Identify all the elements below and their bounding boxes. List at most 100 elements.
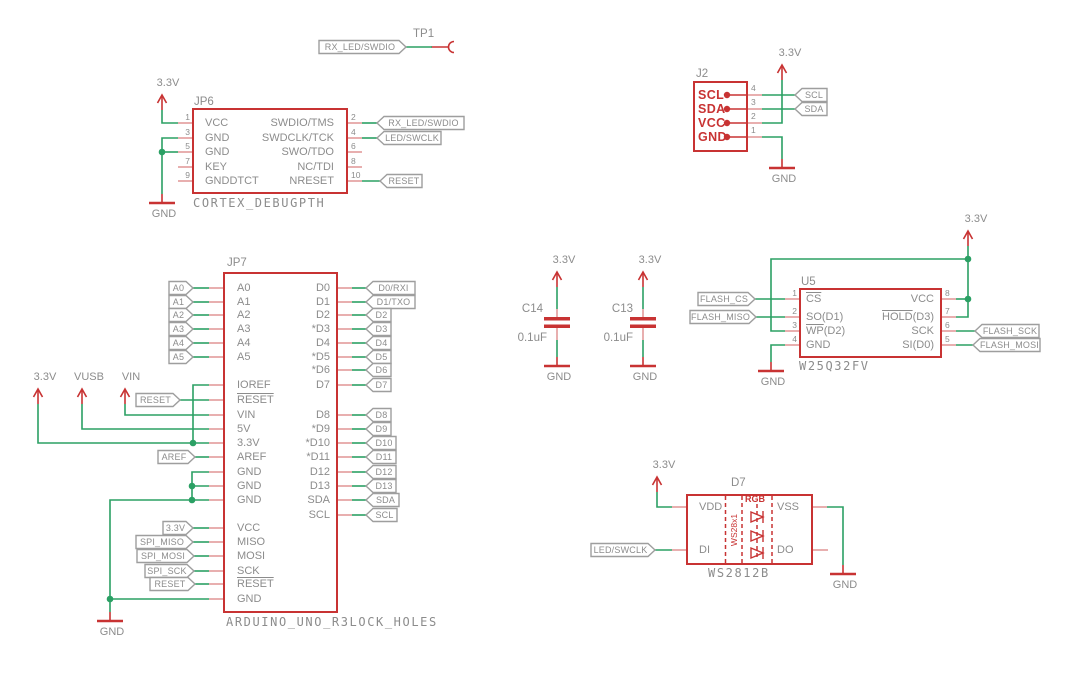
pin-name: WP(D2) — [806, 325, 845, 337]
pin-name: GND — [237, 480, 261, 492]
capacitor-symbol — [630, 317, 656, 321]
pin-name: VCC — [911, 293, 934, 305]
pin-number: 5 — [185, 141, 190, 151]
pin-name-text: SI(D0) — [902, 339, 934, 351]
gnd-net-label: GND — [760, 376, 786, 388]
wire — [657, 492, 672, 507]
net-flag — [150, 578, 195, 591]
net-flag — [366, 409, 391, 422]
power-net-label: 3.3V — [652, 459, 676, 471]
pin-name: 3.3V — [237, 437, 260, 449]
net-flag-label: D0/RXI — [378, 283, 409, 293]
net-flag — [145, 565, 194, 578]
pin-name-suffix: (D3) — [912, 311, 934, 323]
pin-number: 3 — [751, 97, 756, 107]
j2-pin-pad — [723, 133, 731, 141]
d7-part: WS2812B — [708, 566, 770, 580]
pin-number: 2 — [351, 112, 356, 122]
net-flag — [377, 117, 464, 130]
capacitor-symbol — [544, 317, 570, 321]
power-arrow-icon — [158, 95, 167, 103]
power-net-label: 3.3V — [964, 213, 988, 225]
net-flag — [366, 379, 391, 392]
pin-name: AREF — [237, 451, 266, 463]
gnd-net-label: GND — [832, 579, 858, 591]
net-flag — [136, 536, 193, 549]
wire — [771, 259, 968, 331]
net-flag-label: FLASH_SCK — [982, 326, 1038, 336]
pin-name: A1 — [237, 296, 250, 308]
net-flag — [795, 103, 827, 116]
pin-number: 8 — [351, 156, 356, 166]
jp7-footprint: ARDUINO_UNO_R3LOCK_HOLES — [226, 615, 438, 629]
power-arrow-icon — [121, 389, 130, 397]
net-flag — [366, 309, 391, 322]
net-flag-label: 3.3V — [165, 523, 186, 533]
net-flag — [690, 311, 756, 324]
j2-pin-pad — [723, 105, 731, 113]
net-flag-label: FLASH_MISO — [691, 312, 751, 322]
net-flag-label: D7 — [375, 380, 388, 390]
net-flag-label: RESET — [388, 176, 420, 186]
c13-value: 0.1uF — [603, 332, 633, 344]
pin-name-text: SWDIO/TMS — [270, 117, 334, 129]
d7-array-label: WS28x1 — [729, 513, 739, 547]
junction-dot — [964, 295, 972, 303]
pin-name: SCK — [911, 325, 934, 337]
pin-name: SWDIO/TMS — [270, 117, 334, 129]
net-flag-label: D11 — [375, 452, 393, 462]
pin-name: IOREF — [237, 379, 271, 391]
junction-dot — [964, 255, 972, 263]
pin-number: 4 — [751, 83, 756, 93]
pin-name: SWO/TDO — [281, 146, 334, 158]
gnd-net-label: GND — [771, 173, 797, 185]
power-arrow-icon — [778, 65, 787, 73]
pin-name: KEY — [205, 161, 227, 173]
net-flag — [163, 522, 193, 535]
pin-name: VIN — [237, 409, 255, 421]
net-flag — [319, 41, 406, 54]
pin-name-text: RESET — [237, 394, 274, 406]
pin-name: VDD — [699, 501, 723, 513]
pin-number: 1 — [792, 288, 797, 298]
pin-name: GND — [806, 339, 830, 351]
pin-name: DI — [699, 544, 710, 556]
net-flag-label: FLASH_MOSI — [979, 340, 1039, 350]
pin-name: A4 — [237, 337, 250, 349]
net-flag — [795, 89, 827, 102]
net-flag — [169, 296, 193, 309]
j2-pin-pad — [723, 119, 731, 127]
pin-name-text: SCK — [911, 325, 934, 337]
power-arrow-icon — [553, 272, 562, 280]
pin-name-text: GND — [237, 466, 262, 478]
net-flag — [366, 494, 399, 507]
pin-name: HOLD(D3) — [882, 311, 934, 323]
capacitor-symbol — [630, 324, 656, 328]
pin-number: 6 — [351, 141, 356, 151]
pin-name: D13 — [309, 480, 330, 492]
pin-name-text: A0 — [237, 282, 251, 294]
pin-number: 7 — [945, 306, 950, 316]
net-flag-label: SPI_SCK — [147, 566, 187, 576]
net-flag-label: SCL — [804, 90, 824, 100]
pin-name: MOSI — [237, 550, 265, 562]
net-flag — [366, 282, 415, 295]
pin-name-text: A2 — [237, 309, 251, 321]
net-flag-label: D5 — [375, 352, 388, 362]
power-net-label: 3.3V — [552, 254, 576, 266]
power-net-label: 3.3V — [156, 77, 180, 89]
pin-name-text: SCK — [237, 565, 260, 577]
pin-name: MISO — [237, 536, 265, 548]
net-flag-label: A4 — [172, 338, 185, 348]
pin-name: A0 — [237, 282, 250, 294]
testpoint-icon — [449, 42, 455, 53]
pin-name: GND — [205, 146, 229, 158]
pin-name: *D11 — [306, 451, 330, 463]
net-flag-label: D1/TXO — [376, 297, 411, 307]
pin-name: SCL — [698, 88, 725, 102]
net-flag — [366, 437, 396, 450]
pin-name: GND — [698, 130, 727, 144]
power-arrow-icon — [639, 272, 648, 280]
pin-name: VCC — [698, 116, 726, 130]
pin-name: *D10 — [305, 437, 330, 449]
